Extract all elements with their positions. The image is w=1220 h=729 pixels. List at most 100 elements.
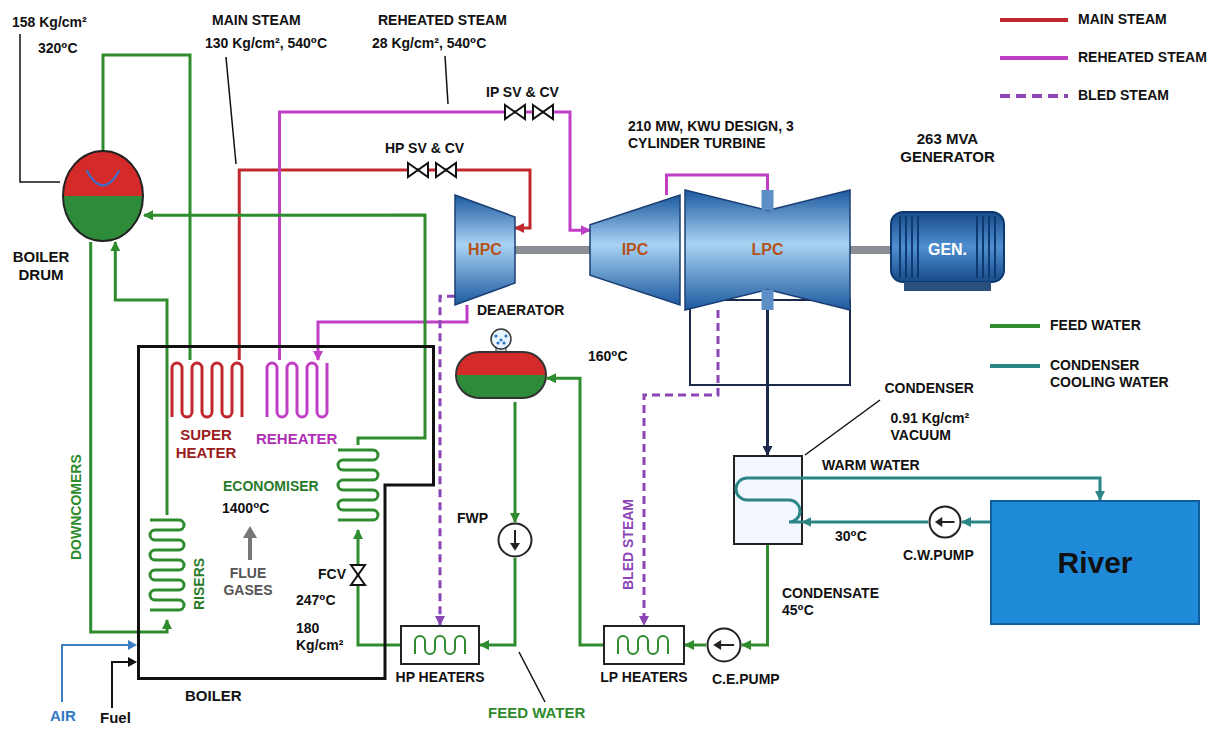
node-label: GEN. <box>928 240 967 259</box>
legend-line <box>990 364 1040 368</box>
deaerator-dome <box>491 329 511 349</box>
leader-line <box>226 57 236 164</box>
pipe-line <box>644 310 718 625</box>
control-valve <box>436 163 456 177</box>
deaerator-outline <box>455 328 547 402</box>
annotation: 28 Kg/cm², 540⁰C <box>372 35 486 52</box>
annotation: IP SV & CV <box>486 84 559 101</box>
hp-heater: HP HEATERS <box>400 625 480 665</box>
turbine-shaft <box>515 246 590 254</box>
annotation: HP SV & CV <box>385 140 464 157</box>
generator-body <box>891 212 1004 282</box>
hp-turbine: HPC <box>455 195 515 305</box>
node-label: 0.91 Kg/cm² VACUUM <box>891 410 1001 444</box>
flue-gas-arrowhead <box>243 526 257 538</box>
lp-turbine: LPC <box>685 190 850 310</box>
economiser-coil: ECONOMISER <box>335 445 381 530</box>
cooling-fin <box>988 216 990 278</box>
legend-line <box>1000 94 1068 98</box>
feed-pump: FWP <box>497 522 533 558</box>
annotation: 1400⁰C <box>222 500 269 517</box>
annotation: 130 Kg/cm², 540⁰C <box>205 35 327 52</box>
pipe-line <box>91 242 167 632</box>
ip-turbine: IPC <box>590 195 680 305</box>
pump-arrow <box>514 530 516 544</box>
storage-steam <box>456 352 546 398</box>
node-label: FWP <box>457 510 488 527</box>
annotation: AIR <box>50 707 76 725</box>
exhaust-hood <box>690 300 850 385</box>
legend-line <box>1000 18 1068 22</box>
legend-text: BLED STEAM <box>1078 87 1169 104</box>
pump-arrowhead <box>935 517 942 527</box>
leader-line <box>20 34 60 182</box>
pipe-line <box>144 215 425 445</box>
pipe-line <box>280 112 591 360</box>
edge-label: WARM WATER <box>822 457 920 474</box>
node-label: RISERS <box>191 558 208 610</box>
heater-tubes <box>415 636 465 654</box>
condensate-pump-outline <box>706 627 742 663</box>
spray-drop <box>504 334 507 337</box>
node-label: HP HEATERS <box>396 669 485 686</box>
pump-arrow <box>941 521 955 523</box>
feed-pump-outline <box>497 522 533 558</box>
spray-drop <box>494 334 497 337</box>
air-arrowhead <box>128 640 137 650</box>
condenser-outline <box>733 455 803 545</box>
flow-control-valve <box>351 565 365 585</box>
coil-tubes <box>150 520 184 610</box>
cooling-tubes <box>736 478 803 522</box>
turbine-shaft <box>850 246 890 254</box>
pipe-line <box>358 530 400 645</box>
boiler-drum: BOILER DRUM <box>62 150 144 242</box>
edge-label: BLED STEAM <box>620 499 637 590</box>
cooling-fin <box>911 216 913 278</box>
node-label: SUPER HEATER <box>161 426 251 462</box>
hp-heater-outline <box>400 625 480 665</box>
drum-internals <box>87 170 120 185</box>
condenser: CONDENSER0.91 Kg/cm² VACUUM <box>733 455 803 545</box>
pipe-line <box>685 644 706 647</box>
superheater-coil-outline <box>167 360 252 420</box>
cooling-fin <box>917 216 919 278</box>
air-line <box>62 645 128 702</box>
annotation: MAIN STEAM <box>212 12 301 29</box>
cooling-fin <box>994 216 996 278</box>
pipe-line <box>766 310 769 455</box>
node-label: LP HEATERS <box>600 669 687 686</box>
storage-tank <box>456 352 546 398</box>
pump-arrowhead <box>510 543 520 551</box>
annotation: FEED WATER <box>488 704 585 722</box>
annotation: 160⁰C <box>588 348 628 365</box>
leader-line <box>805 400 880 455</box>
boiler-enclosure: BOILERSUPER HEATERREHEATERECONOMISERRISE… <box>137 345 435 680</box>
river: River <box>990 500 1200 625</box>
legend-line <box>990 324 1040 328</box>
annotation: FLUE GASES <box>218 565 278 599</box>
spray-drop <box>496 341 499 344</box>
node-label: River <box>1057 545 1132 581</box>
tube-group <box>415 636 465 654</box>
pipe-line <box>803 478 1101 500</box>
legend-line <box>1000 56 1068 60</box>
node-label: C.E.PUMP <box>712 671 780 688</box>
legend-text: MAIN STEAM <box>1078 11 1167 28</box>
coil-tubes <box>172 363 242 417</box>
coil-tubes <box>267 363 327 417</box>
pipe-line <box>803 520 929 523</box>
cooling-fin <box>905 216 907 278</box>
pipe-line <box>962 521 990 524</box>
node-label: BOILER <box>185 687 242 705</box>
annotation: 247⁰C <box>296 592 336 609</box>
pipe-line <box>547 378 603 645</box>
pipe-line <box>513 402 516 522</box>
superheater-coil: SUPER HEATER <box>167 360 252 420</box>
node-label: BOILER DRUM <box>5 248 77 284</box>
river-water <box>991 501 1199 624</box>
lp-heater: LP HEATERS <box>603 625 685 665</box>
condenser-shell <box>734 456 802 544</box>
exhaust-pipe <box>762 290 774 310</box>
inlet-pipe <box>762 190 774 210</box>
pipe-line <box>440 296 455 625</box>
